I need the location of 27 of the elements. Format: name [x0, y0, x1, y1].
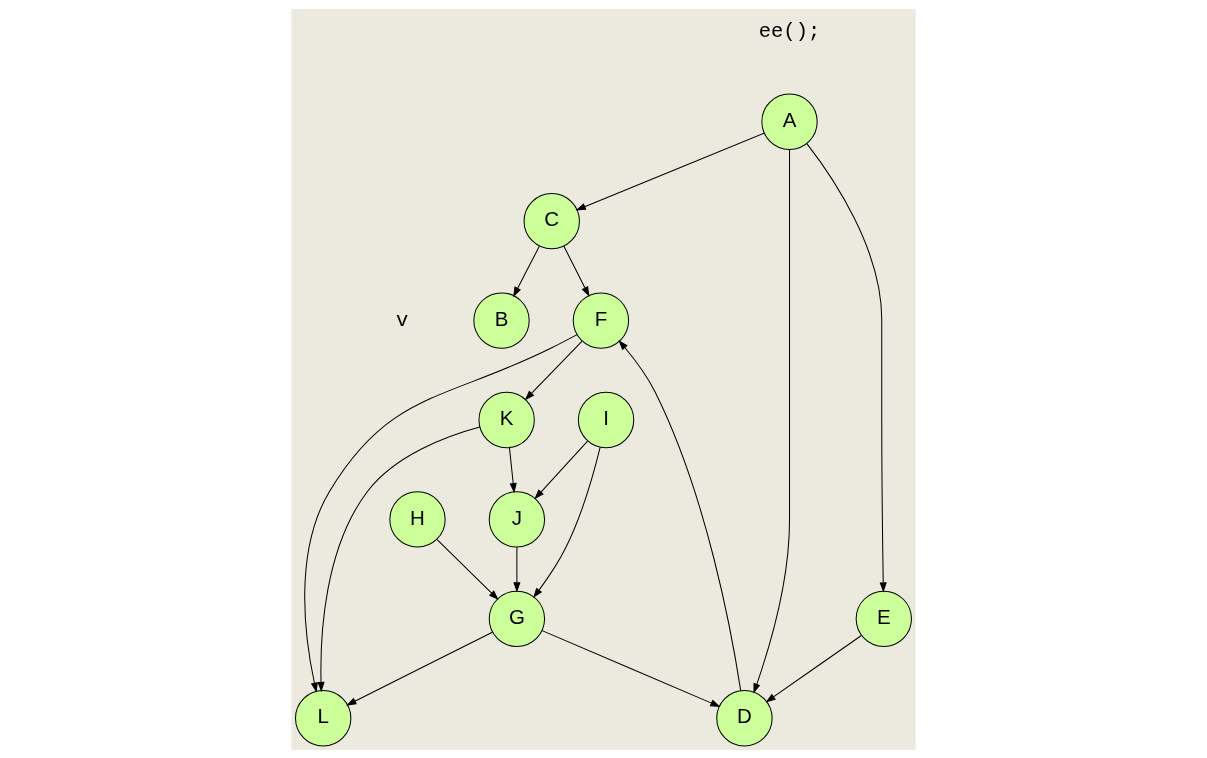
- node-circle: I: [577, 391, 635, 448]
- arrow: [513, 245, 540, 297]
- arrow: [346, 631, 493, 706]
- arrow: [618, 339, 742, 691]
- node-circle: A: [761, 93, 818, 150]
- arrow: [806, 142, 887, 593]
- arrow: [508, 446, 517, 493]
- node-circle: C: [523, 192, 580, 249]
- arrow: [524, 340, 583, 400]
- node-circle: D: [716, 689, 773, 746]
- arrow: [317, 426, 481, 692]
- arrow: [563, 245, 590, 297]
- label: v: [395, 308, 409, 332]
- arrow: [541, 629, 721, 707]
- node-circle: H: [389, 490, 446, 548]
- label: ee();: [758, 19, 821, 43]
- node-circle: E: [855, 590, 912, 647]
- arrow: [513, 546, 521, 593]
- node-circle: L: [295, 689, 352, 746]
- arrow: [304, 333, 578, 693]
- arrow: [534, 440, 589, 499]
- arrow: [765, 634, 862, 702]
- arrow: [575, 132, 765, 210]
- arrow: [436, 538, 499, 600]
- arrow: [533, 446, 601, 598]
- arrow: [753, 148, 791, 694]
- node-circle: B: [473, 291, 530, 349]
